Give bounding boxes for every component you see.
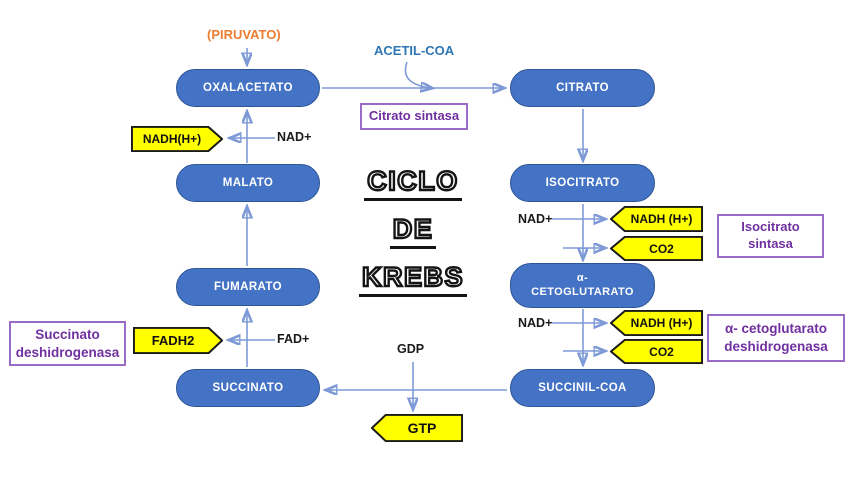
- node-succinato: SUCCINATO: [176, 369, 320, 407]
- nadh-right-bottom-tag-label: NADH (H+): [630, 316, 693, 330]
- diagram-title: CICLO DE KREBS: [338, 165, 488, 298]
- node-cetoglutarato-line1: α-: [576, 271, 589, 284]
- node-isocitrato-label: ISOCITRATO: [545, 176, 620, 189]
- nad-right-top-label: NAD+: [518, 212, 553, 226]
- node-oxalacetato-label: OXALACETATO: [202, 81, 293, 94]
- enzyme-succinato-deshidrogenasa-line2: deshidrogenasa: [15, 344, 120, 360]
- co2-bottom-tag: CO2: [610, 339, 703, 364]
- node-malato-label: MALATO: [222, 176, 274, 189]
- enzyme-succinato-deshidrogenasa: Succinato deshidrogenasa: [9, 321, 126, 366]
- nadh-right-bottom-tag: NADH (H+): [610, 310, 703, 336]
- title-line-1: CICLO: [364, 165, 462, 202]
- enzyme-isocitrato-sintasa-line1: Isocitrato: [741, 219, 800, 235]
- node-isocitrato: ISOCITRATO: [510, 164, 655, 202]
- node-malato: MALATO: [176, 164, 320, 202]
- fadh2-tag: FADH2: [133, 327, 223, 354]
- node-oxalacetato: OXALACETATO: [176, 69, 320, 107]
- enzyme-isocitrato-sintasa-line2: sintasa: [748, 236, 793, 251]
- title-line-2: DE: [389, 213, 437, 250]
- node-fumarato-label: FUMARATO: [214, 280, 282, 293]
- enzyme-cetoglutarato-deshidrogenasa-line1: α- cetoglutarato: [724, 321, 828, 337]
- nadh-right-top-tag-label: NADH (H+): [630, 212, 693, 226]
- enzyme-isocitrato-sintasa: Isocitrato sintasa: [717, 214, 824, 258]
- enzyme-cetoglutarato-deshidrogenasa-line2: deshidrogenasa: [724, 339, 828, 354]
- enzyme-citrato-sintasa-label: Citrato sintasa: [368, 108, 460, 124]
- enzyme-cetoglutarato-deshidrogenasa: α- cetoglutarato deshidrogenasa: [707, 314, 845, 362]
- nadh-left-tag-label: NADH(H+): [142, 132, 202, 146]
- gtp-tag: GTP: [371, 414, 463, 442]
- node-citrato: CITRATO: [510, 69, 655, 107]
- title-line-3: KREBS: [358, 261, 467, 298]
- enzyme-succinato-deshidrogenasa-line1: Succinato: [35, 326, 100, 342]
- co2-bottom-tag-label: CO2: [649, 344, 674, 359]
- node-citrato-label: CITRATO: [556, 81, 609, 94]
- node-succinato-label: SUCCINATO: [212, 381, 284, 394]
- node-cetoglutarato-line2: CETOGLUTARATO: [531, 285, 634, 298]
- node-fumarato: FUMARATO: [176, 268, 320, 306]
- co2-top-tag: CO2: [610, 236, 703, 261]
- nadh-left-tag: NADH(H+): [131, 126, 223, 152]
- nad-left-label: NAD+: [277, 130, 312, 144]
- gdp-label: GDP: [397, 342, 425, 356]
- co2-top-tag-label: CO2: [649, 241, 674, 256]
- gtp-tag-label: GTP: [407, 420, 437, 436]
- enzyme-citrato-sintasa: Citrato sintasa: [360, 103, 468, 130]
- node-succinil-coa-label: SUCCINIL-COA: [538, 381, 627, 394]
- nadh-right-top-tag: NADH (H+): [610, 206, 703, 232]
- node-succinil-coa: SUCCINIL-COA: [510, 369, 655, 407]
- fad-label: FAD+: [277, 332, 310, 346]
- acetil-coa-label: ACETIL-COA: [374, 43, 455, 58]
- arrow-acetilcoa-join: [404, 61, 431, 88]
- piruvato-label: (PIRUVATO): [207, 27, 281, 42]
- node-cetoglutarato: α- CETOGLUTARATO: [510, 263, 655, 308]
- nad-right-bottom-label: NAD+: [518, 316, 553, 330]
- fadh2-tag-label: FADH2: [151, 333, 195, 348]
